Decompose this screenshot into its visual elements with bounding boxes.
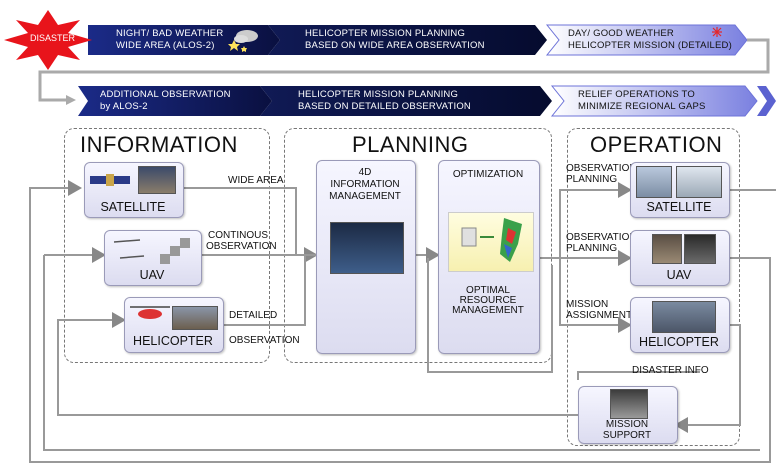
satellite-icon: [90, 174, 130, 186]
planning-title: PLANNING: [352, 132, 469, 157]
helicopter-info-label: HELICOPTER: [133, 334, 213, 348]
night-star-icon: [228, 40, 240, 51]
operation-frame: [567, 128, 740, 446]
satellite-info-label: SATELLITE: [100, 200, 166, 214]
building-image: [636, 166, 672, 198]
banner-additional-text: ADDITIONAL OBSERVATION by ALOS-2: [100, 89, 231, 112]
disaster-star: [4, 10, 92, 70]
uav-operator-image: [652, 234, 682, 264]
mission-support-b: SUPPORT: [602, 430, 652, 441]
helicopter-icon: [130, 306, 170, 319]
banner-relief-text: RELIEF OPERATIONS TO MINIMIZE REGIONAL G…: [578, 89, 706, 112]
wide-area-label: WIDE AREA: [228, 175, 284, 186]
operation-title: OPERATION: [590, 132, 723, 157]
satellite-image: [138, 166, 176, 194]
disaster-label: DISASTER: [30, 33, 76, 43]
continous-observation-label: OBSERVATION: [206, 241, 277, 252]
information-frame: [64, 128, 270, 363]
banner-chevron-additional: [78, 86, 272, 116]
info-mgmt-line1: 4D: [358, 167, 372, 178]
banner-chevron-relief: [550, 85, 758, 117]
mission-support-image: [610, 389, 648, 419]
optimization-label: OPTIMIZATION: [452, 169, 524, 180]
obs-planning-1a: OBSERVATION: [566, 163, 637, 174]
banner-chevron-heli-wide: [268, 25, 547, 55]
banner-chevron-day: [545, 24, 748, 56]
optimal-line2: RESOURCE: [459, 295, 517, 306]
map-icon: [461, 218, 522, 262]
sun-icon: [712, 27, 722, 37]
uav-icon: [113, 238, 190, 264]
info-mgmt-line2: INFORMATION: [330, 179, 400, 190]
optimization-image: [448, 212, 534, 272]
information-title: INFORMATION: [80, 132, 238, 157]
satellite-op-label: SATELLITE: [646, 200, 712, 214]
uav-op-label: UAV: [666, 268, 692, 282]
banner-heli-detailed-text: HELICOPTER MISSION PLANNING BASED ON DET…: [298, 89, 471, 112]
banner-chevron-heli-detailed: [260, 86, 552, 116]
obs-planning-1b: PLANNING: [566, 174, 618, 185]
obs-planning-2b: PLANNING: [566, 243, 618, 254]
detailed-label: DETAILED: [229, 310, 278, 321]
mission-assign-a: MISSION: [566, 299, 609, 310]
info-mgmt-line3: MANAGEMENT: [329, 191, 401, 202]
mission-assign-b: ASSIGNMENT: [566, 310, 633, 321]
banner-day-text: DAY/ GOOD WEATHER HELICOPTER MISSION (DE…: [568, 28, 732, 51]
mission-support-a: MISSION: [605, 419, 649, 430]
helicopter-crew-image: [652, 301, 716, 333]
disaster-info-label: DISASTER INFO: [632, 365, 709, 376]
planning-frame: [284, 128, 552, 363]
operations-room-image: [330, 222, 404, 274]
continous-label: CONTINOUS: [208, 230, 268, 241]
control-room-image: [676, 166, 722, 198]
banner-heli-wide-text: HELICOPTER MISSION PLANNING BASED ON WID…: [305, 28, 485, 51]
helicopter-op-label: HELICOPTER: [639, 335, 719, 349]
uav-screen-image: [684, 234, 716, 264]
optimal-line1: OPTIMAL: [466, 285, 510, 296]
detailed-observation-label: OBSERVATION: [229, 335, 300, 346]
helicopter-image: [172, 306, 218, 330]
uav-info-label: UAV: [139, 268, 165, 282]
obs-planning-2a: OBSERVATION: [566, 232, 637, 243]
optimal-line3: MANAGEMENT: [452, 305, 524, 316]
banner-night-text: NIGHT/ BAD WEATHER WIDE AREA (ALOS-2): [116, 28, 224, 51]
